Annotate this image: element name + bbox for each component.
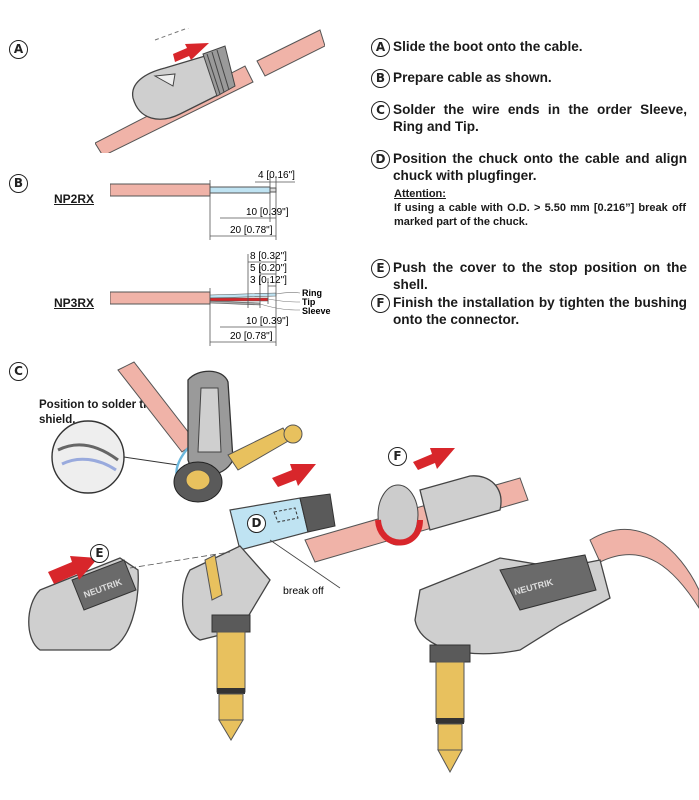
tip-label: Tip [302, 297, 316, 307]
step-f: F Finish the installation by tighten the… [371, 294, 687, 330]
step-b-text: Prepare cable as shown. [393, 70, 552, 85]
np3rx-dim-20: 20 [0.78"] [230, 331, 273, 342]
np2rx-cable-prep-diagram: 4 [0.16"] 10 [0.39"] 20 [0.78"] [110, 170, 295, 240]
np2rx-dim-10: 10 [0.39"] [246, 207, 289, 218]
assembly-illustration: break off NEUTRIK NEUTRIK [28, 448, 699, 774]
np3rx-dim-3: 3 [0.12"] [250, 275, 287, 286]
attention-heading: Attention: [394, 188, 446, 200]
step-c: C Solder the wire ends in the order Slee… [371, 101, 687, 137]
step-d-marker: D [371, 150, 390, 169]
step-b: B Prepare cable as shown. [371, 69, 687, 88]
figure-a-boot-illustration [95, 28, 325, 153]
shield-note: Position to solder the shield. [39, 399, 157, 426]
step-d: D Position the chuck onto the cable and … [371, 150, 687, 186]
step-c-marker: C [371, 101, 390, 120]
figure-d-marker: D [247, 514, 266, 533]
np3rx-dim-8: 8 [0.32"] [250, 251, 287, 262]
step-b-marker: B [371, 69, 390, 88]
figure-c-solder-illustration [51, 361, 303, 503]
np3rx-label: NP3RX [54, 296, 95, 310]
step-a: A Slide the boot onto the cable. [371, 38, 687, 57]
step-a-marker: A [371, 38, 390, 57]
step-f-text: Finish the installation by tighten the b… [393, 295, 687, 327]
step-a-text: Slide the boot onto the cable. [393, 39, 583, 54]
step-e-marker: E [371, 259, 390, 278]
figure-a-marker: A [9, 40, 28, 59]
np2rx-dim-20: 20 [0.78"] [230, 225, 273, 236]
ring-label: Ring [302, 288, 322, 298]
step-e: E Push the cover to the stop position on… [371, 259, 687, 292]
figure-b-marker: B [9, 174, 28, 193]
step-c-text: Solder the wire ends in the order Sleeve… [393, 102, 687, 134]
np2rx-dim-4: 4 [0.16"] [258, 170, 295, 181]
np3rx-cable-prep-diagram: 8 [0.32"] 5 [0.20"] 3 [0.12"] 10 [0.39"]… [110, 251, 331, 346]
figure-f-marker: F [388, 447, 407, 466]
step-e-text: Push the cover to the stop position on t… [393, 260, 687, 292]
step-d-text: Position the chuck onto the cable and al… [393, 151, 687, 183]
attention-text: If using a cable with O.D. > 5.50 mm [0.… [394, 202, 686, 228]
figure-e-marker: E [90, 544, 109, 563]
break-off-label: break off [283, 585, 324, 597]
np3rx-dim-10: 10 [0.39"] [246, 316, 289, 327]
sleeve-label: Sleeve [302, 306, 331, 316]
step-f-marker: F [371, 294, 390, 313]
np3rx-dim-5: 5 [0.20"] [250, 263, 287, 274]
figure-c-marker: C [9, 362, 28, 381]
np2rx-label: NP2RX [54, 192, 95, 206]
